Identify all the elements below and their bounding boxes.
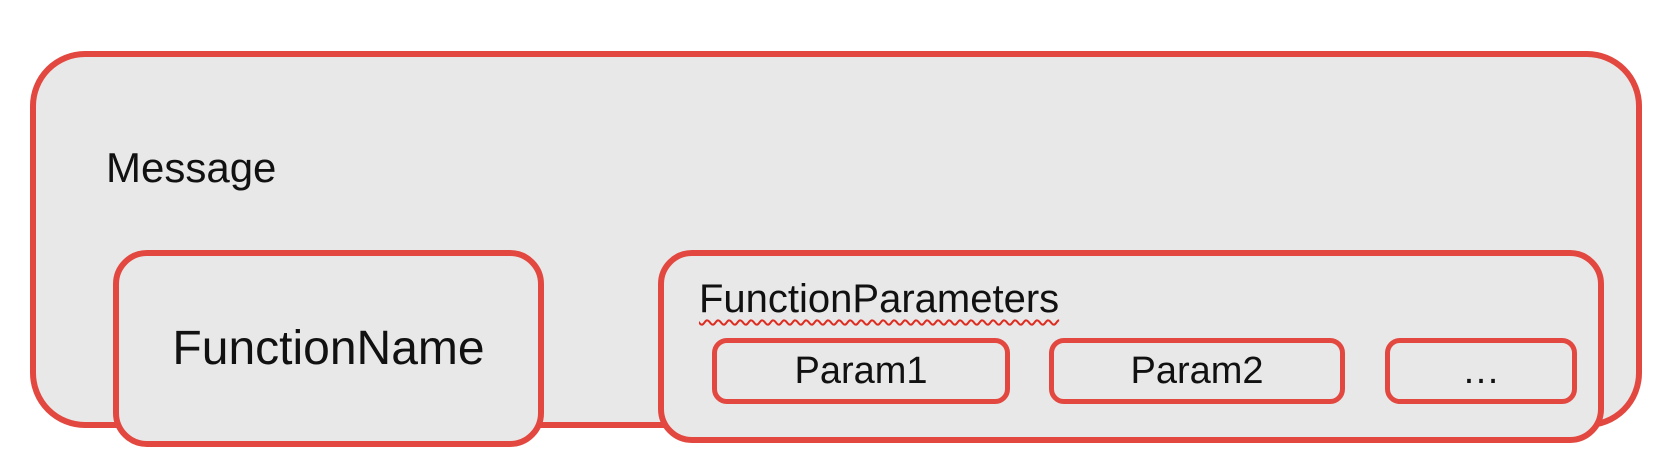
function-name-box: FunctionName <box>113 250 544 447</box>
param-1-label: Param1 <box>794 350 928 392</box>
param-box-ellipsis: … <box>1385 338 1577 404</box>
param-2-label: Param2 <box>1130 350 1264 392</box>
param-box-1: Param1 <box>712 338 1010 404</box>
function-parameters-box: FunctionParameters Param1 Param2 … <box>658 250 1604 443</box>
function-name-label: FunctionName <box>172 321 485 375</box>
param-ellipsis-label: … <box>1462 350 1500 392</box>
param-box-2: Param2 <box>1049 338 1345 404</box>
message-box: Message FunctionName FunctionParameters … <box>30 51 1642 447</box>
message-label: Message <box>106 144 277 191</box>
function-parameters-label: FunctionParameters <box>699 277 1060 321</box>
